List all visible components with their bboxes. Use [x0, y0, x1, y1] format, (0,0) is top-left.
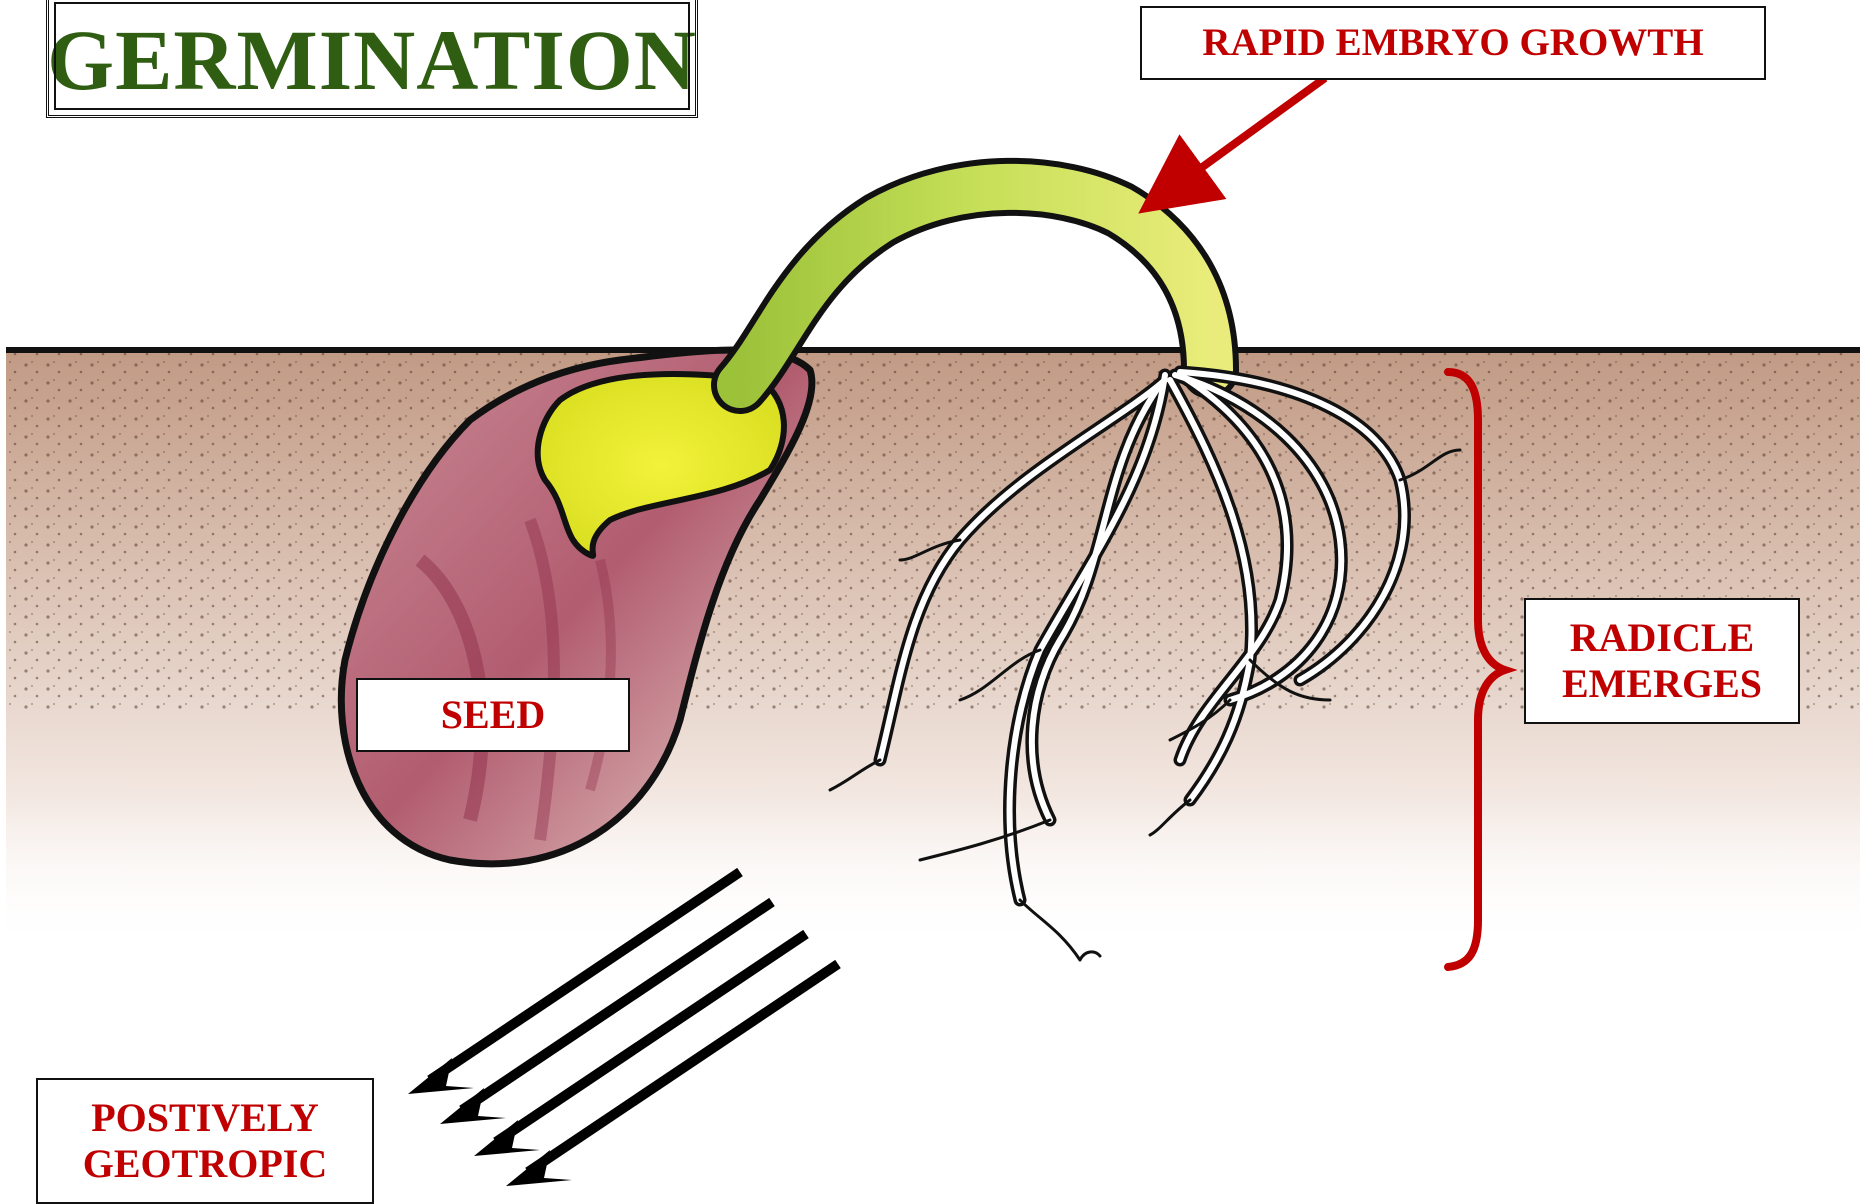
label-geotropic-line2: GEOTROPIC: [83, 1141, 327, 1187]
label-radicle-emerges: RADICLE EMERGES: [1524, 598, 1800, 724]
label-positively-geotropic: POSTIVELY GEOTROPIC: [36, 1078, 374, 1204]
label-geotropic-line1: POSTIVELY: [91, 1095, 319, 1141]
growth-arrow: [1190, 78, 1325, 176]
title-box: GERMINATION: [46, 0, 698, 118]
label-rapid-embryo-growth: RAPID EMBRYO GROWTH: [1140, 6, 1766, 80]
label-seed-text: SEED: [441, 692, 546, 738]
label-seed: SEED: [356, 678, 630, 752]
label-radicle-line2: EMERGES: [1562, 661, 1762, 707]
label-rapid-embryo-growth-text: RAPID EMBRYO GROWTH: [1202, 21, 1703, 66]
page-title: GERMINATION: [47, 9, 697, 103]
label-radicle-line1: RADICLE: [1570, 615, 1754, 661]
